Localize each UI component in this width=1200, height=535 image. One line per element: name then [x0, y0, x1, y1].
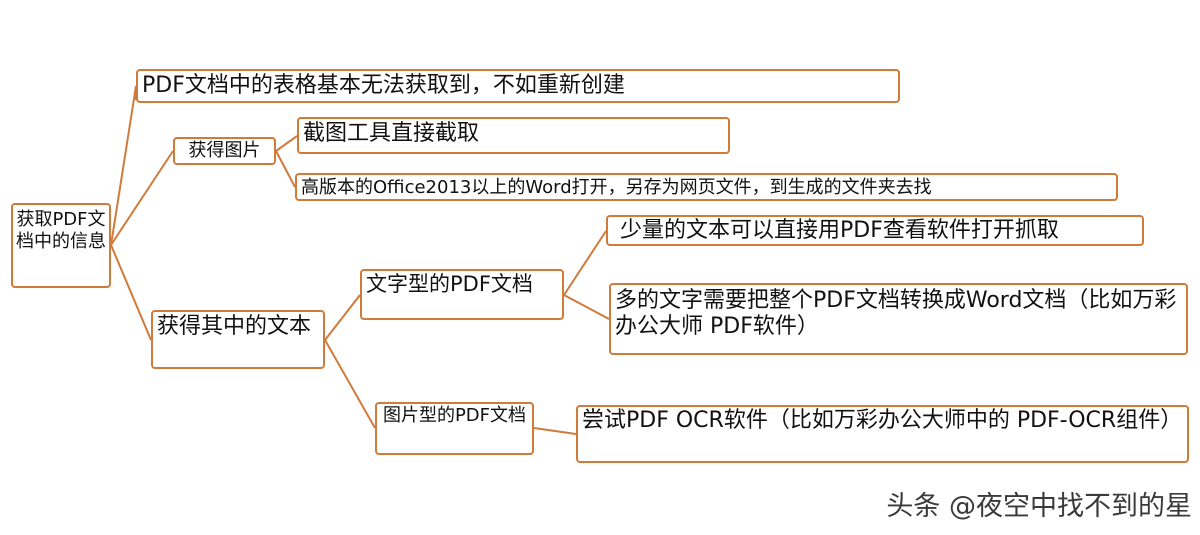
- table-note-label: PDF文档中的表格基本无法获取到，不如重新创建: [142, 73, 625, 98]
- link-image-pdf-to-ocr: [533, 427, 577, 435]
- screenshot-tool-label: 截图工具直接截取: [303, 121, 480, 146]
- images-node[interactable]: 获得图片: [173, 137, 276, 165]
- word-convert-label: 多的文字需要把整个PDF文档转换成Word文档（比如万彩办公大师 PDF软件）: [615, 288, 1177, 340]
- root-node-label: 获取PDF文档中的信息: [16, 209, 106, 252]
- link-images-to-screenshot: [275, 135, 298, 152]
- office-export-node[interactable]: 高版本的Office2013以上的Word打开，另存为网页文件，到生成的文件夹去…: [295, 173, 1118, 201]
- link-text-pdf-to-word-convert: [563, 294, 610, 320]
- link-root-to-table-note: [110, 85, 137, 246]
- ocr-label: 尝试PDF OCR软件（比如万彩办公大师中的 PDF-OCR组件）: [582, 408, 1183, 433]
- image-pdf-node[interactable]: 图片型的PDF文档: [375, 402, 534, 455]
- watermark-text: 头条 @夜空中找不到的星: [886, 491, 1192, 522]
- screenshot-tool-node[interactable]: 截图工具直接截取: [297, 117, 730, 154]
- root-node[interactable]: 获取PDF文档中的信息: [11, 203, 111, 288]
- direct-copy-label: 少量的文本可以直接用PDF查看软件打开抓取: [620, 218, 1059, 243]
- text-extraction-node[interactable]: 获得其中的文本: [151, 310, 325, 369]
- link-text-extraction-to-image-pdf: [324, 339, 376, 429]
- link-root-to-images: [110, 150, 174, 246]
- text-extraction-label: 获得其中的文本: [157, 314, 312, 339]
- images-node-label: 获得图片: [188, 140, 261, 161]
- office-export-label: 高版本的Office2013以上的Word打开，另存为网页文件，到生成的文件夹去…: [301, 177, 932, 198]
- ocr-node[interactable]: 尝试PDF OCR软件（比如万彩办公大师中的 PDF-OCR组件）: [576, 405, 1189, 463]
- image-pdf-label: 图片型的PDF文档: [382, 405, 527, 426]
- link-images-to-office: [275, 150, 296, 188]
- table-note-node[interactable]: PDF文档中的表格基本无法获取到，不如重新创建: [136, 69, 900, 103]
- text-pdf-label: 文字型的PDF文档: [366, 272, 533, 296]
- link-text-extraction-to-text-pdf: [324, 294, 361, 341]
- link-text-pdf-to-direct-copy: [563, 230, 607, 296]
- text-pdf-node[interactable]: 文字型的PDF文档: [360, 269, 564, 320]
- link-root-to-text-extraction: [110, 244, 152, 341]
- direct-copy-node[interactable]: 少量的文本可以直接用PDF查看软件打开抓取: [606, 215, 1144, 246]
- word-convert-node[interactable]: 多的文字需要把整个PDF文档转换成Word文档（比如万彩办公大师 PDF软件）: [609, 283, 1188, 355]
